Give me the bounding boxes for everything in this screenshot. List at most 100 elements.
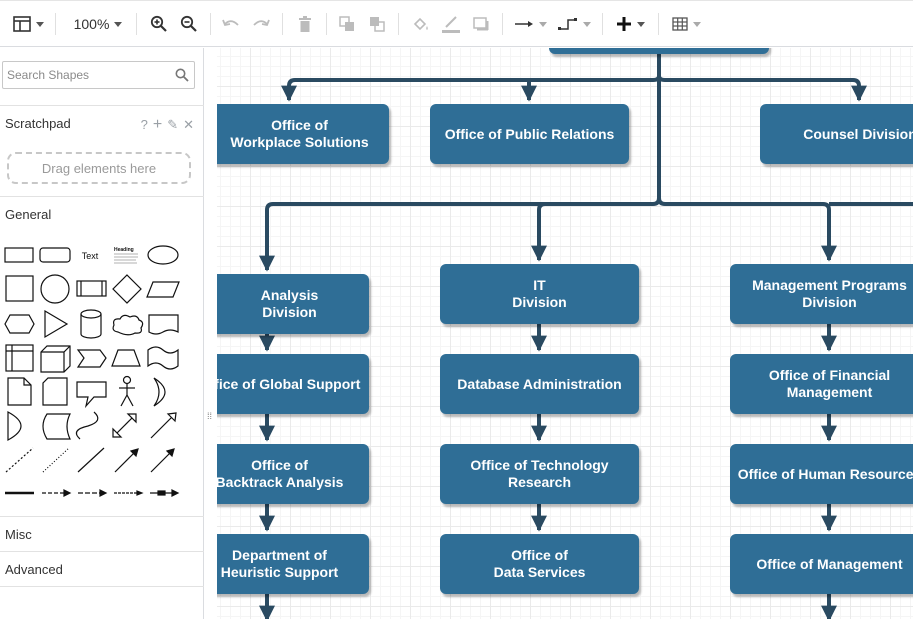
org-node-it[interactable]: IT Division: [440, 264, 639, 324]
shape-arrow[interactable]: [150, 412, 177, 439]
shape-circle[interactable]: [40, 274, 70, 304]
shape-process[interactable]: [76, 280, 107, 297]
scratchpad-title[interactable]: Scratchpad: [5, 116, 71, 131]
org-node-dba[interactable]: Database Administration: [440, 354, 639, 414]
org-node-hr[interactable]: Office of Human Resources: [730, 444, 913, 504]
shape-dashed-line[interactable]: [5, 447, 34, 473]
org-node-counsel[interactable]: Counsel Division: [760, 104, 913, 164]
shape-rectangle[interactable]: [4, 247, 34, 263]
org-node-analysis[interactable]: Analysis Division: [217, 274, 369, 334]
shape-actor[interactable]: [119, 375, 135, 407]
shape-hexagon[interactable]: [4, 314, 35, 334]
org-node-backtrack[interactable]: Office of Backtrack Analysis: [217, 444, 369, 504]
toolbar: 100%: [0, 0, 913, 47]
org-node-workplace[interactable]: Office of Workplace Solutions: [217, 104, 389, 164]
edge-to-analysis[interactable]: [259, 197, 661, 272]
shape-dotted-line[interactable]: [42, 447, 70, 473]
zoom-in-button[interactable]: [148, 11, 170, 37]
shape-card[interactable]: [42, 377, 68, 406]
edge-to-it[interactable]: [531, 202, 547, 262]
insert-dropdown[interactable]: [612, 11, 648, 37]
org-node-mgmtprog[interactable]: Management Programs Division: [730, 264, 913, 324]
misc-title[interactable]: Misc: [5, 527, 32, 542]
shadow-button[interactable]: [470, 11, 492, 37]
shape-internal-storage[interactable]: [5, 344, 34, 372]
view-panels-button[interactable]: [10, 11, 46, 37]
shape-tape[interactable]: [147, 346, 179, 370]
shape-callout[interactable]: [76, 381, 107, 409]
shape-ellipse[interactable]: [147, 245, 179, 265]
shape-or[interactable]: [153, 377, 166, 407]
waypoints-dropdown[interactable]: [556, 11, 592, 37]
org-node-techres[interactable]: Office of Technology Research: [440, 444, 639, 504]
connection-style-dropdown[interactable]: [512, 11, 548, 37]
shape-trapezoid[interactable]: [111, 349, 141, 367]
redo-button[interactable]: [250, 11, 272, 37]
shape-cube[interactable]: [40, 345, 71, 373]
org-node-management[interactable]: Office of Management: [730, 534, 913, 594]
toolbar-divider: [398, 13, 399, 35]
edge-to-counsel[interactable]: [657, 75, 867, 102]
chevron-down-icon: [582, 21, 591, 27]
shape-textbox[interactable]: Text: [82, 251, 99, 261]
shape-flow-dashed[interactable]: [114, 490, 144, 496]
shape-heading-textbox[interactable]: Heading: [114, 247, 138, 264]
shapes-sidebar: Scratchpad ? + ✎ ✕ Drag elements here Ge…: [0, 48, 204, 619]
edge-to-workplace[interactable]: [281, 75, 661, 102]
zoom-dropdown[interactable]: 100%: [70, 11, 126, 37]
shape-data-storage[interactable]: [42, 413, 71, 440]
org-node-global[interactable]: Office of Global Support: [217, 354, 369, 414]
general-title[interactable]: General: [5, 207, 52, 222]
help-icon[interactable]: ?: [140, 117, 148, 132]
org-node-financial[interactable]: Office of Financial Management: [730, 354, 913, 414]
org-node-dataserv[interactable]: Office of Data Services: [440, 534, 639, 594]
shape-cylinder[interactable]: [80, 309, 102, 339]
shape-line[interactable]: [77, 447, 105, 473]
shape-diamond[interactable]: [112, 274, 142, 304]
shape-step[interactable]: [76, 349, 107, 368]
shape-curve[interactable]: [75, 411, 99, 440]
edge-to-mgmtprog[interactable]: [657, 197, 837, 262]
shape-connector[interactable]: [150, 448, 175, 473]
to-back-button[interactable]: [366, 11, 388, 37]
delete-button[interactable]: [294, 11, 316, 37]
org-node-heuristic[interactable]: Department of Heuristic Support: [217, 534, 369, 594]
shape-labeled-connector[interactable]: [150, 489, 180, 497]
shape-triangle[interactable]: [44, 309, 69, 339]
shape-directional-connector[interactable]: [114, 448, 139, 473]
search-icon[interactable]: [175, 68, 189, 82]
shape-bidirectional-arrow[interactable]: [112, 413, 137, 438]
toolbar-divider: [658, 13, 659, 35]
shape-square[interactable]: [5, 275, 34, 302]
edit-icon[interactable]: ✎: [167, 117, 179, 132]
org-node-top[interactable]: [549, 48, 769, 54]
search-input[interactable]: [3, 62, 163, 88]
undo-button[interactable]: [220, 11, 242, 37]
shape-note[interactable]: [7, 377, 32, 406]
shape-rounded-rectangle[interactable]: [39, 247, 71, 263]
diagram-connectors: [259, 54, 913, 619]
shape-delay[interactable]: [7, 410, 22, 442]
diagram-canvas[interactable]: Office of Workplace Solutions Office of P…: [217, 48, 913, 619]
advanced-section: Advanced: [0, 551, 204, 587]
to-front-button[interactable]: [336, 11, 358, 37]
zoom-out-button[interactable]: [178, 11, 200, 37]
scratchpad-dropzone[interactable]: Drag elements here: [7, 152, 191, 184]
sidebar-resize-handle[interactable]: ⁞⁞: [207, 411, 213, 421]
org-node-public[interactable]: Office of Public Relations: [430, 104, 629, 164]
chevron-down-icon: [692, 21, 701, 27]
add-icon[interactable]: +: [152, 116, 163, 133]
shape-document[interactable]: [148, 314, 179, 335]
shape-flow-arrow[interactable]: [78, 489, 108, 497]
waypoints-icon: [557, 18, 577, 30]
line-color-button[interactable]: [440, 11, 462, 37]
misc-section: Misc: [0, 516, 204, 551]
shape-parallelogram[interactable]: [146, 281, 180, 298]
table-dropdown[interactable]: [668, 11, 704, 37]
fill-color-button[interactable]: [410, 11, 432, 37]
advanced-title[interactable]: Advanced: [5, 562, 63, 577]
redo-icon: [253, 19, 270, 27]
close-icon[interactable]: ✕: [183, 117, 194, 132]
shape-link-arrow[interactable]: [42, 489, 72, 497]
shape-cloud[interactable]: [112, 314, 144, 336]
